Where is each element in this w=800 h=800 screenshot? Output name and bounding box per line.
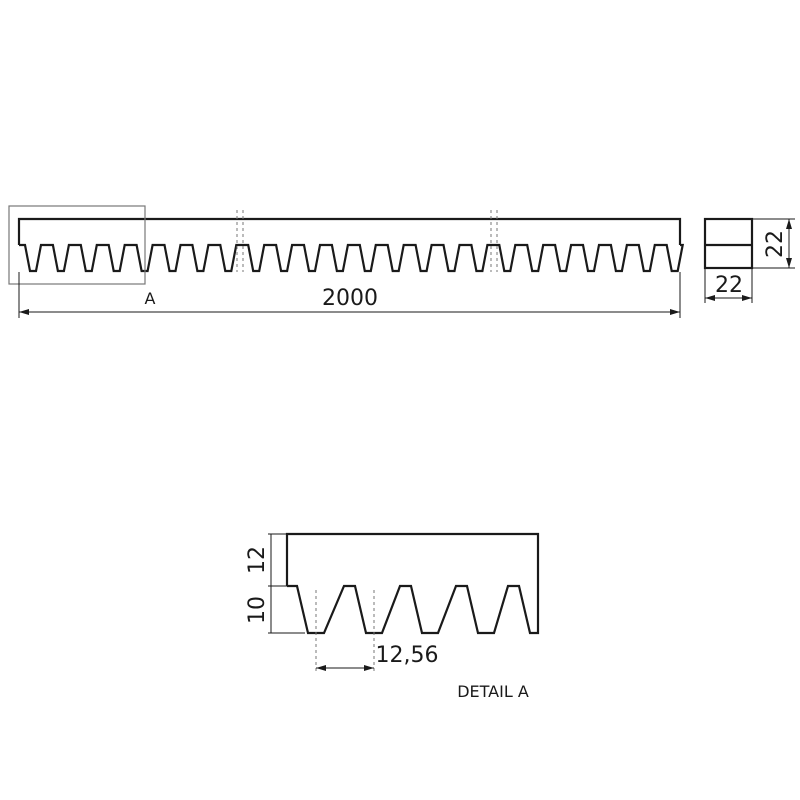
section-height-label: 22 [763, 230, 788, 258]
detail-callout-box [8, 205, 146, 285]
section-outline [703, 217, 754, 270]
length-dimension-label: 2000 [322, 286, 378, 311]
section-height-arrow-bottom [786, 258, 792, 268]
pitch-label: 12,56 [376, 643, 439, 668]
length-arrow-right [670, 309, 680, 315]
pitch-arrow-left [316, 665, 326, 671]
pitch-arrow-right [364, 665, 374, 671]
section-width-arrow-left [705, 295, 715, 301]
detail-a-view: 12 10 12,56 DETAIL A [245, 532, 540, 701]
detail-marker-label: A [145, 289, 156, 308]
tooth-height-label: 10 [245, 596, 270, 624]
section-width-arrow-right [742, 295, 752, 301]
section-height-arrow-top [786, 219, 792, 229]
section-width-label: 22 [715, 273, 743, 298]
length-arrow-left [19, 309, 29, 315]
detail-outline [285, 532, 540, 635]
rack-section-view: 22 22 [703, 217, 795, 303]
rack-outline [17, 217, 685, 273]
rack-main-view: A 2000 [8, 205, 685, 318]
body-height-label: 12 [245, 546, 270, 574]
detail-title: DETAIL A [457, 682, 529, 701]
